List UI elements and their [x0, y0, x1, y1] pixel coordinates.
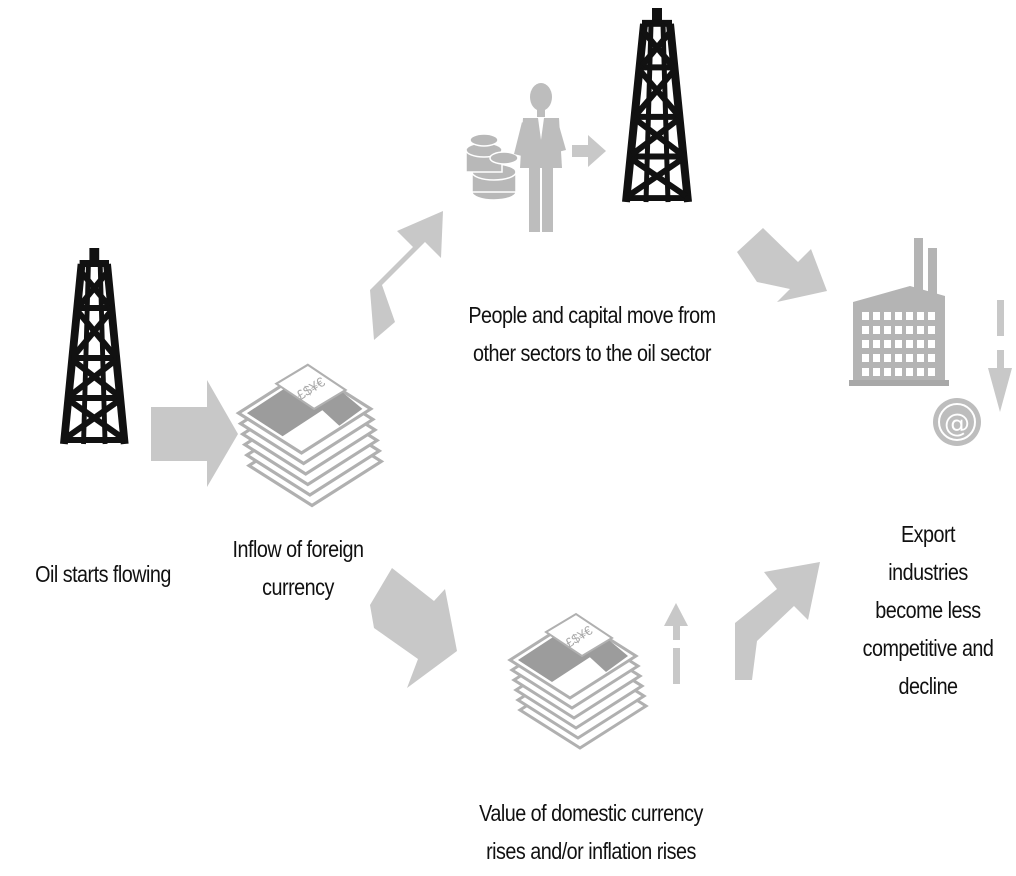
foreign-currency-money-icon: £$¥€	[236, 363, 383, 508]
export-industries-label: Export industries become less competitiv…	[851, 515, 1006, 705]
export-line-3: become less	[875, 597, 981, 623]
value-rises-up-arrow-icon	[664, 603, 688, 684]
arrow-coins-to-derrick	[572, 135, 606, 167]
people-line-1: People and capital move from	[468, 302, 716, 328]
export-line-5: decline	[898, 673, 958, 699]
export-line-1: Export	[900, 521, 956, 547]
export-line-2: industries	[888, 559, 968, 585]
people-capital-label: People and capital move from other secto…	[437, 296, 747, 372]
inflow-line-1: Inflow of foreign	[232, 536, 364, 562]
arrow-people-to-export	[737, 228, 827, 302]
export-line-4: competitive and	[862, 635, 994, 661]
oil-starts-flowing-text: Oil starts flowing	[35, 561, 171, 587]
factory-icon	[849, 238, 949, 386]
oil-sector-derrick-icon	[626, 8, 688, 202]
people-line-2: other sectors to the oil sector	[473, 340, 711, 366]
businessman-icon	[514, 83, 566, 232]
arrow-inflow-to-value	[370, 568, 457, 688]
arrow-value-to-export	[735, 562, 820, 680]
decline-down-arrow-icon	[988, 300, 1012, 412]
at-symbol-label: @	[944, 409, 970, 439]
arrow-oil-to-inflow	[151, 380, 238, 487]
inflow-foreign-currency-label: Inflow of foreign currency	[212, 530, 384, 606]
oil-derrick-icon	[64, 248, 125, 444]
oil-starts-flowing-label: Oil starts flowing	[21, 555, 184, 593]
domestic-currency-label: Value of domestic currency rises and/or …	[441, 794, 742, 870]
arrow-inflow-to-people	[370, 211, 443, 340]
at-sign-icon: @	[933, 398, 981, 446]
domestic-currency-money-icon: £$¥€	[508, 612, 648, 750]
inflow-line-2: currency	[262, 574, 334, 600]
coins-icon	[465, 133, 519, 201]
factory-windows	[862, 312, 935, 376]
value-line-1: Value of domestic currency	[479, 800, 703, 826]
value-line-2: rises and/or inflation rises	[486, 838, 696, 864]
